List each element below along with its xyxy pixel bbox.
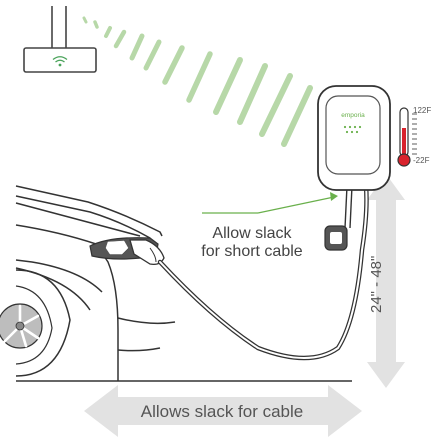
slack-pointer [202, 192, 338, 214]
wireless-signal-arcs [82, 16, 313, 147]
wheel-icon [0, 269, 71, 377]
charger-status-lights [343, 125, 362, 134]
ev-charger-icon: emporia [317, 85, 391, 191]
thermometer-min-label: -22F [413, 156, 430, 165]
charging-cable [157, 183, 369, 361]
charger-brand-label: emporia [341, 112, 365, 119]
wifi-signal-icon [52, 56, 68, 67]
connector-holster [324, 185, 353, 251]
slack-arrow [84, 385, 362, 437]
height-arrow [367, 174, 405, 388]
height-range-label: 24" - 48" [368, 256, 385, 313]
slack-note-line2: for short cable [201, 243, 302, 260]
charging-plug-icon [129, 239, 165, 266]
slack-note-line1: Allow slack [212, 225, 292, 242]
thermometer-icon [397, 107, 417, 167]
thermometer-max-label: 122F [413, 106, 431, 115]
wifi-router-icon [23, 6, 97, 73]
bottom-note-label: Allows slack for cable [141, 402, 304, 421]
